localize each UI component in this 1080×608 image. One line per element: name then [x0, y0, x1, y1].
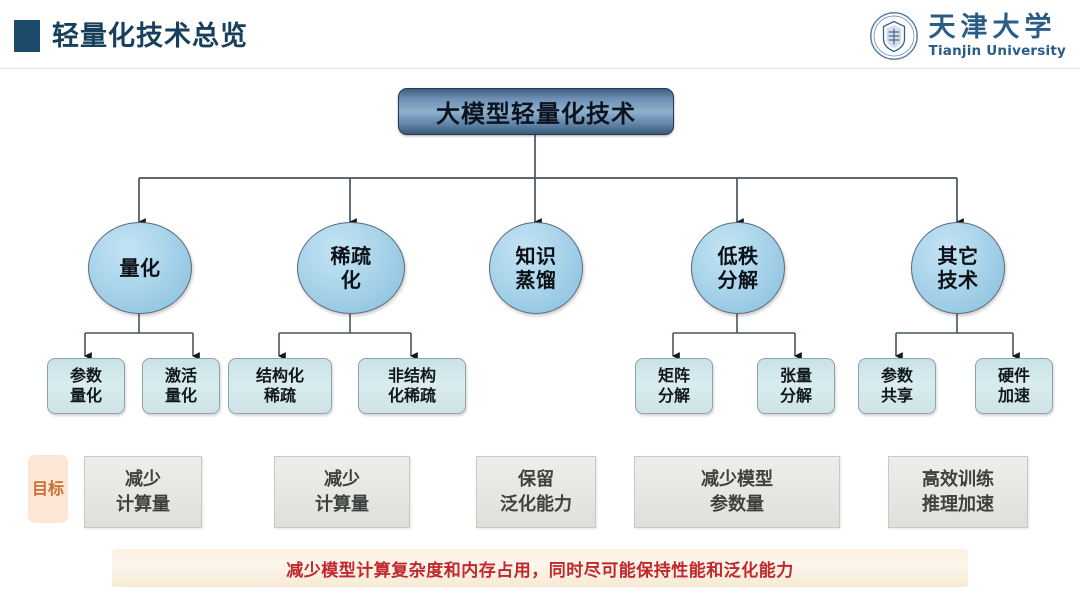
root-node-label: 大模型轻量化技术	[436, 100, 636, 128]
leaf-node-label: 参数共享	[880, 366, 913, 405]
leaf-node-activation-quantization[interactable]: 激活量化	[142, 358, 220, 414]
leaf-node-matrix-decomposition[interactable]: 矩阵分解	[635, 358, 713, 414]
university-logo: 天津大学 Tianjin University	[869, 8, 1066, 64]
branch-node-label: 低秩分解	[717, 244, 759, 292]
branch-node-label: 知识蒸馏	[515, 244, 557, 292]
title-accent-square	[14, 20, 40, 52]
leaf-node-unstructured-sparsity[interactable]: 非结构化稀疏	[358, 358, 466, 414]
goal-box-label: 减少计算量	[315, 469, 369, 515]
goal-box-label: 保留泛化能力	[500, 469, 572, 515]
leaf-node-label: 参数量化	[69, 366, 102, 405]
university-name-cn: 天津大学	[928, 12, 1057, 43]
page-title: 轻量化技术总览	[52, 21, 248, 52]
leaf-node-label: 激活量化	[164, 366, 197, 405]
branch-node-other-techniques[interactable]: 其它技术	[911, 222, 1005, 314]
branch-node-label: 其它技术	[937, 244, 979, 292]
goal-box-knowledge-distillation: 保留泛化能力	[476, 456, 596, 528]
goal-box-label: 减少模型参数量	[701, 469, 773, 515]
branch-node-sparsification[interactable]: 稀疏化	[297, 222, 405, 314]
summary-banner-text: 减少模型计算复杂度和内存占用，同时尽可能保持性能和泛化能力	[286, 560, 794, 581]
branch-node-quantization[interactable]: 量化	[88, 222, 192, 314]
goal-box-label: 高效训练推理加速	[922, 469, 994, 515]
branch-node-label: 量化	[119, 256, 161, 280]
summary-banner: 减少模型计算复杂度和内存占用，同时尽可能保持性能和泛化能力	[112, 549, 968, 587]
leaf-node-label: 矩阵分解	[657, 366, 690, 405]
goal-row-label: 目标	[28, 455, 68, 523]
leaf-node-tensor-decomposition[interactable]: 张量分解	[757, 358, 835, 414]
leaf-node-label: 硬件加速	[997, 366, 1030, 405]
leaf-node-parameter-quantization[interactable]: 参数量化	[47, 358, 125, 414]
university-seal-icon	[869, 12, 918, 60]
university-name-en: Tianjin University	[928, 43, 1066, 59]
goal-box-quantization: 减少计算量	[84, 456, 202, 528]
branch-node-low-rank-decomposition[interactable]: 低秩分解	[691, 222, 785, 314]
leaf-node-parameter-sharing[interactable]: 参数共享	[858, 358, 936, 414]
goal-box-label: 减少计算量	[116, 469, 170, 515]
leaf-node-label: 结构化稀疏	[255, 366, 304, 405]
university-logo-text: 天津大学 Tianjin University	[928, 12, 1066, 60]
goal-box-low-rank-decomposition: 减少模型参数量	[634, 456, 840, 528]
goal-box-sparsification: 减少计算量	[274, 456, 410, 528]
leaf-node-label: 非结构化稀疏	[387, 366, 436, 405]
goal-box-other-techniques: 高效训练推理加速	[888, 456, 1028, 528]
goal-row-label-text: 目标	[31, 479, 64, 498]
header-divider	[0, 68, 1080, 69]
leaf-node-label: 张量分解	[779, 366, 812, 405]
branch-node-knowledge-distillation[interactable]: 知识蒸馏	[489, 222, 583, 314]
branch-node-label: 稀疏化	[330, 244, 372, 292]
leaf-node-structured-sparsity[interactable]: 结构化稀疏	[228, 358, 332, 414]
page-header: 轻量化技术总览 天津大学 Tianjin University	[0, 0, 1080, 70]
root-node-large-model-lightweighting[interactable]: 大模型轻量化技术	[398, 88, 674, 135]
leaf-node-hardware-acceleration[interactable]: 硬件加速	[975, 358, 1053, 414]
